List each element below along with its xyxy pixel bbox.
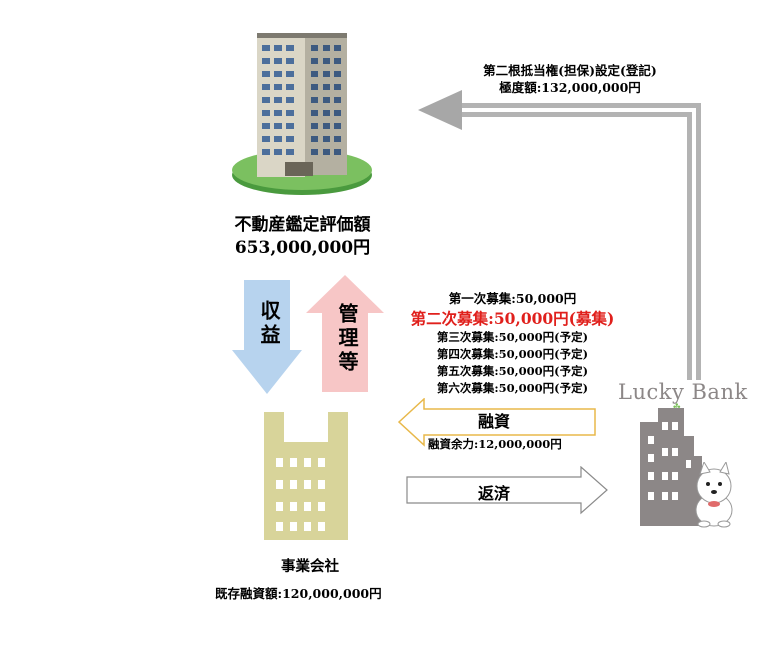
recruitment-3: 第三次募集:50,000円(予定) [436, 330, 589, 344]
company-name: 事業会社 [281, 558, 339, 575]
bank-building-image [640, 408, 702, 526]
repay-label: 返済 [478, 484, 511, 503]
dog-mascot-icon [695, 462, 733, 528]
recruitment-2-current: 第二次募集:50,000円(募集) [410, 309, 615, 328]
recruitment-4: 第四次募集:50,000円(予定) [436, 347, 589, 361]
repay-arrow [406, 466, 608, 515]
mortgage-label: 第二根抵当権(担保)設定(登記) 極度額:132,000,000円 [440, 62, 700, 96]
company-building-image [264, 412, 348, 540]
company-existing-loan: 既存融資額:120,000,000円 [215, 586, 382, 601]
property-building-image [232, 33, 372, 195]
management-label: 管理等 [335, 303, 359, 375]
recruitment-1: 第一次募集:50,000円 [448, 291, 577, 306]
property-appraisal-value: 653,000,000円 [234, 238, 371, 258]
lucky-bank-logo-text: Lucky Bank [618, 380, 748, 404]
recruitment-list: 第一次募集:50,000円 第二次募集:50,000円(募集) 第三次募集:50… [395, 290, 630, 397]
income-arrow [232, 280, 302, 394]
property-appraisal: 不動産鑑定評価額 653,000,000円 [195, 214, 410, 260]
recruitment-5: 第五次募集:50,000円(予定) [436, 364, 589, 378]
mortgage-limit-text: 極度額:132,000,000円 [499, 80, 641, 95]
mortgage-registration-text: 第二根抵当権(担保)設定(登記) [483, 63, 657, 78]
recruitment-6: 第六次募集:50,000円(予定) [436, 381, 589, 395]
property-appraisal-title: 不動産鑑定評価額 [234, 215, 371, 235]
management-arrow [306, 275, 384, 392]
loan-arrow [398, 398, 596, 447]
income-label: 収益 [257, 300, 281, 348]
loan-label: 融資 [478, 412, 511, 431]
loan-capacity-text: 融資余力:12,000,000円 [428, 437, 562, 451]
